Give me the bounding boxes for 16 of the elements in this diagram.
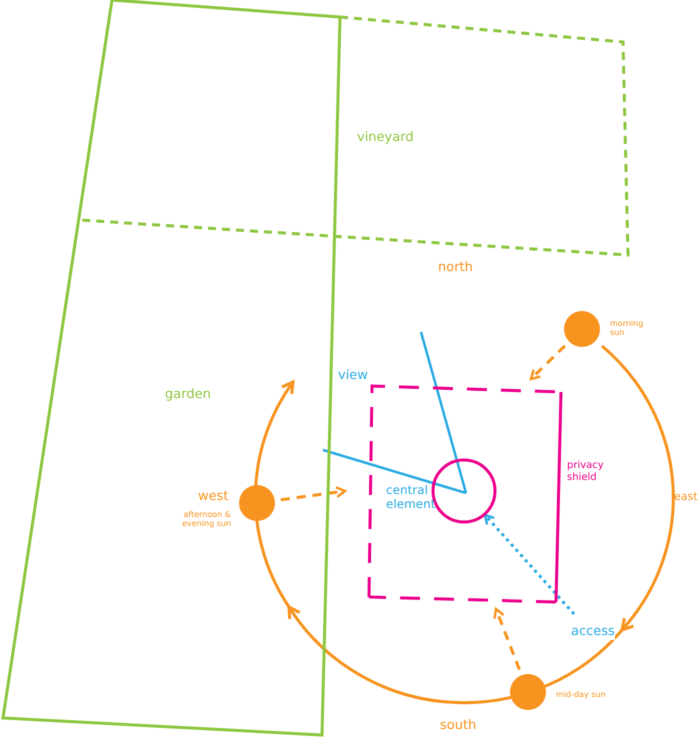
direction-label: north — [438, 261, 473, 276]
direction-label: west — [198, 490, 229, 505]
area-label: garden — [165, 388, 211, 403]
arrow — [484, 514, 576, 615]
edge-label: access — [571, 625, 615, 640]
node-label: morning sun — [610, 319, 644, 338]
arrow — [280, 486, 346, 502]
node-label: privacy shield — [567, 460, 605, 483]
node-label: central element — [386, 484, 436, 512]
direction-label: south — [440, 719, 476, 734]
area-label: vineyard — [357, 131, 414, 146]
arrow — [530, 344, 566, 380]
node-label: afternoon & evening sun — [181, 510, 231, 528]
arrow — [493, 608, 521, 670]
node-label: mid-day sun — [556, 690, 606, 700]
view-label: view — [338, 369, 368, 384]
